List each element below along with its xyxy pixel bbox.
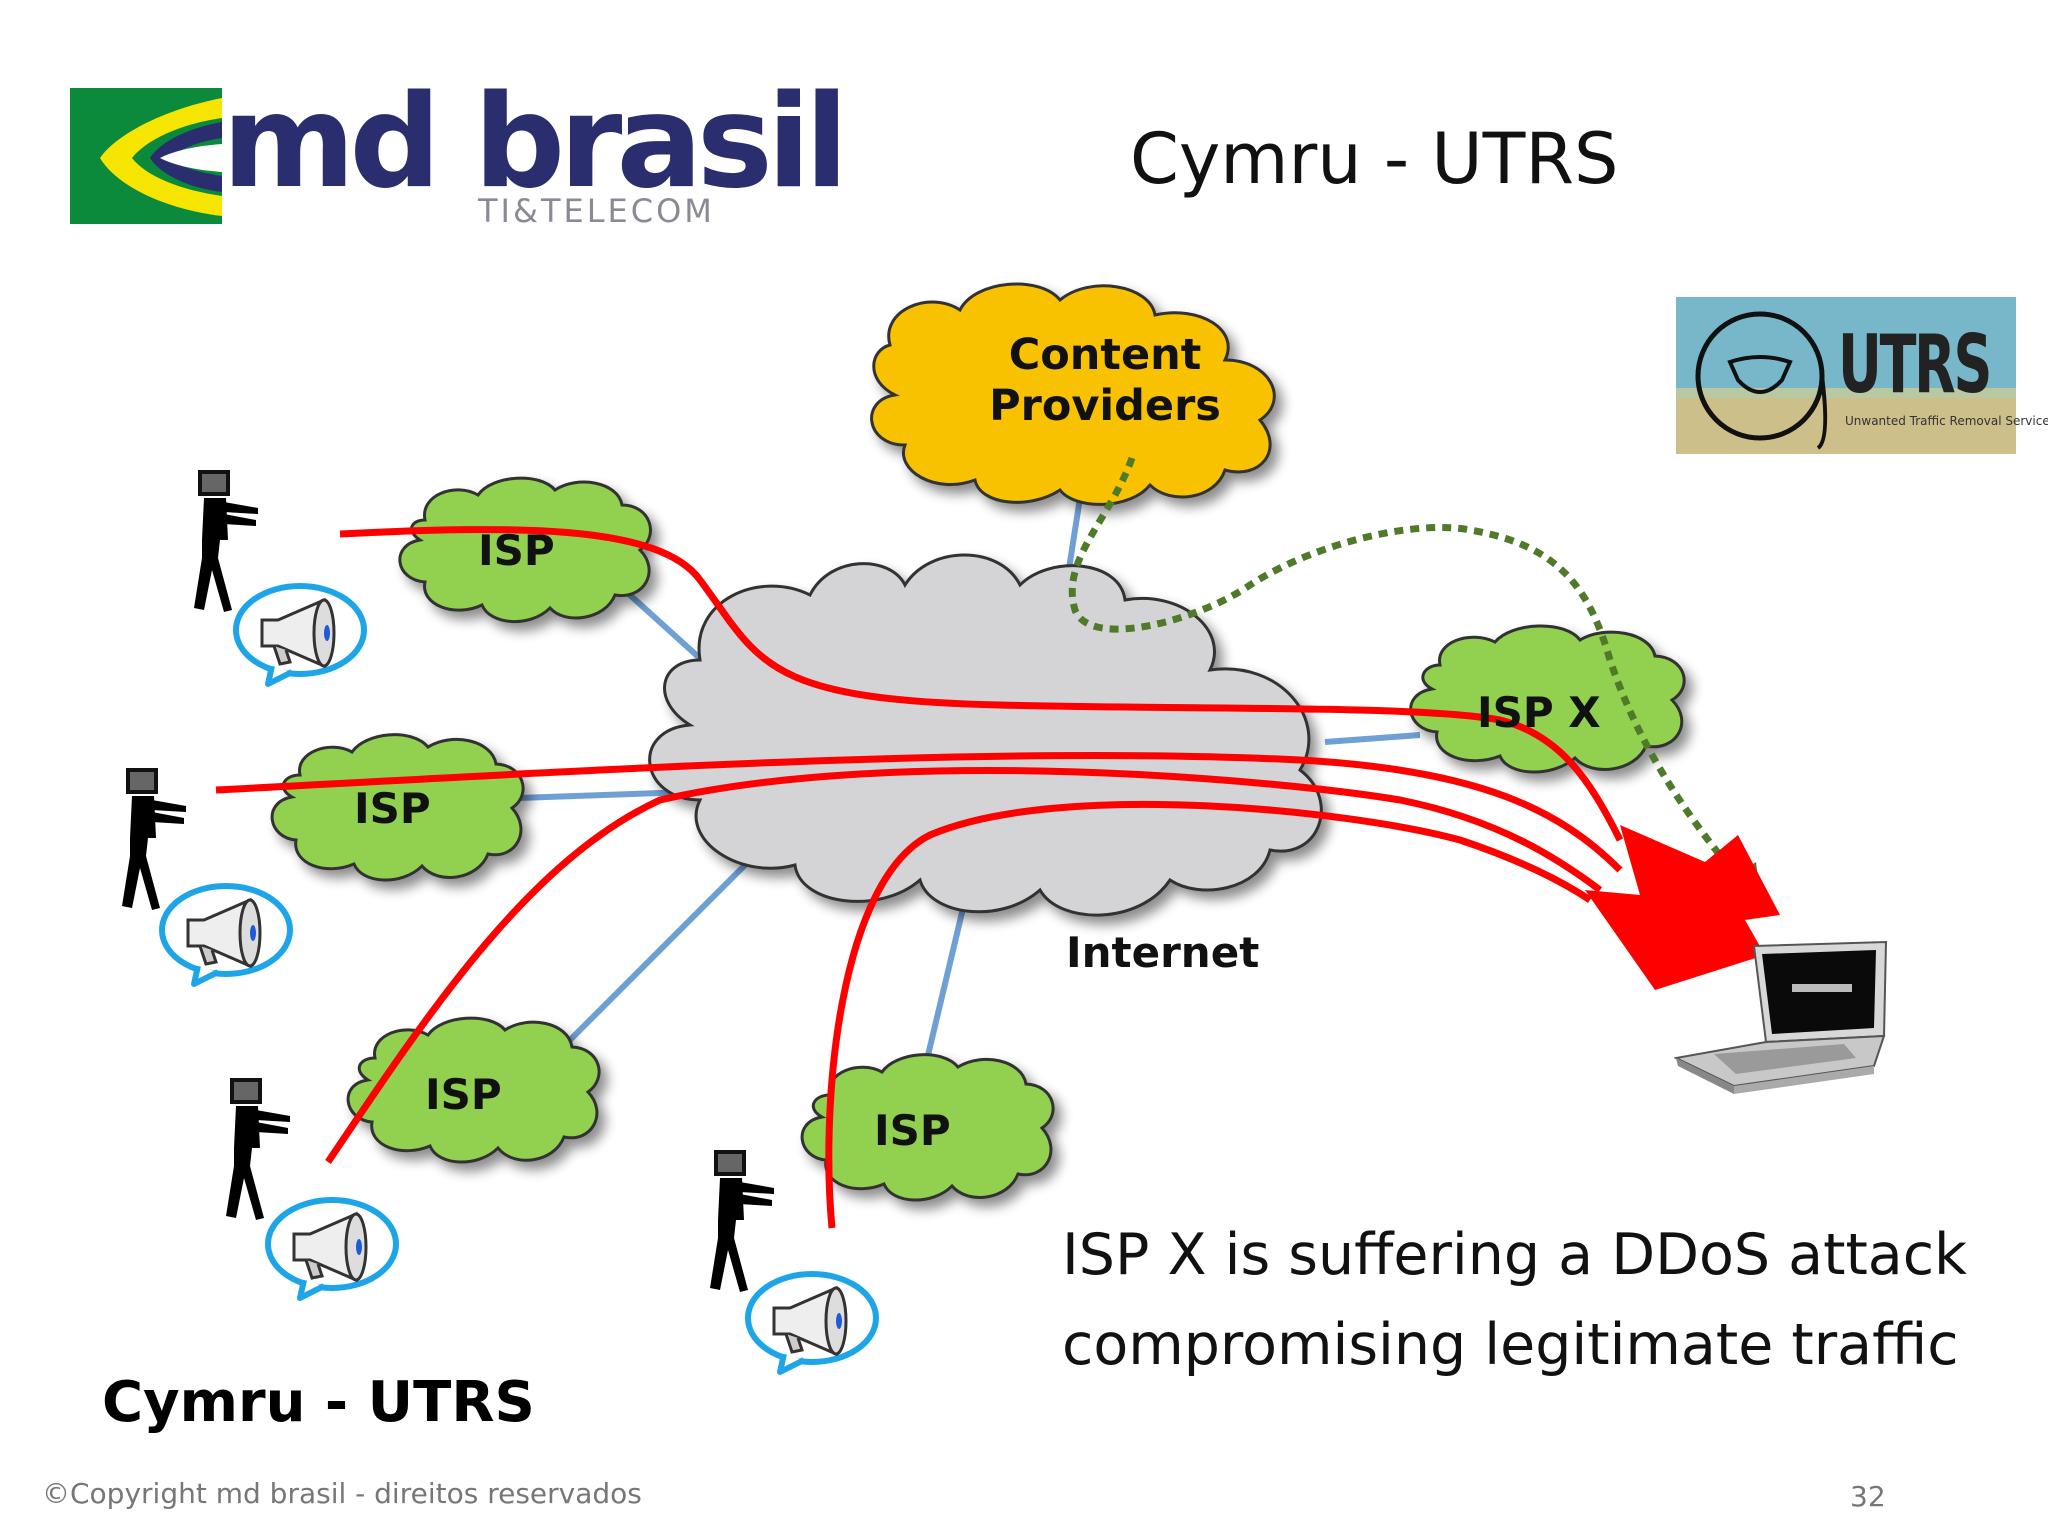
- isp-2-label: ISP: [354, 784, 431, 833]
- utrs-subtitle: Unwanted Traffic Removal Service: [1845, 414, 2048, 428]
- attack-traffic: [215, 526, 1624, 1229]
- isp-cloud-4: [800, 1053, 1055, 1202]
- attack-path-4: [825, 800, 1592, 1229]
- zombie-icon: [225, 1078, 291, 1221]
- page-number: 32: [1850, 1480, 1886, 1513]
- internet-cloud: [648, 553, 1323, 917]
- attack-path-3: [325, 766, 1603, 1164]
- caption-line-1: ISP X is suffering a DDoS attack: [1062, 1222, 1968, 1288]
- utrs-wordmark: UTRS: [1838, 318, 1992, 411]
- attack-path-2: [215, 751, 1623, 873]
- ddos-arrow: [1585, 825, 1780, 990]
- internet-label: Internet: [1066, 928, 1260, 977]
- isp-x-label: ISP X: [1477, 688, 1601, 737]
- content-providers-text: Content Providers: [989, 330, 1221, 431]
- caption-line-2: compromising legitimate traffic: [1062, 1312, 1959, 1378]
- caption: ISP X is suffering a DDoS attack comprom…: [1062, 1210, 1967, 1390]
- isp-cloud-1: [398, 476, 652, 623]
- isp-cloud-2: [270, 733, 525, 882]
- megaphone-icon: [162, 886, 290, 984]
- megaphone-icon: [236, 586, 364, 684]
- logo-subtitle: TI&TELECOM: [478, 192, 715, 230]
- md-brasil-logo: [70, 88, 222, 224]
- attack-path-1: [339, 526, 1624, 842]
- content-providers-label: Content Providers: [955, 330, 1255, 432]
- bull-icon: [1727, 355, 1793, 394]
- logo-yellow-swoosh: [100, 98, 222, 216]
- content-providers-cloud: [870, 282, 1276, 506]
- megaphone-icon: [748, 1274, 876, 1372]
- zombie-icon: [709, 1150, 775, 1293]
- bottom-title: Cymru - UTRS: [102, 1370, 535, 1435]
- legitimate-traffic-path: [1068, 456, 1743, 883]
- zombie-icon: [193, 470, 259, 613]
- isp-1-label: ISP: [478, 526, 555, 575]
- utrs-logo: [1676, 297, 2016, 454]
- logo-wordmark: md brasil: [222, 68, 849, 217]
- isp-cloud-3: [346, 1016, 601, 1164]
- megaphone-icon: [268, 1200, 396, 1298]
- logo-blue-swoosh: [150, 122, 222, 192]
- isp-3-label: ISP: [425, 1070, 502, 1119]
- footer-copyright: ©Copyright md brasil - direitos reservad…: [42, 1477, 642, 1510]
- slide-title: Cymru - UTRS: [1130, 118, 1619, 200]
- zombie-icon: [121, 768, 187, 911]
- isp-4-label: ISP: [874, 1106, 951, 1155]
